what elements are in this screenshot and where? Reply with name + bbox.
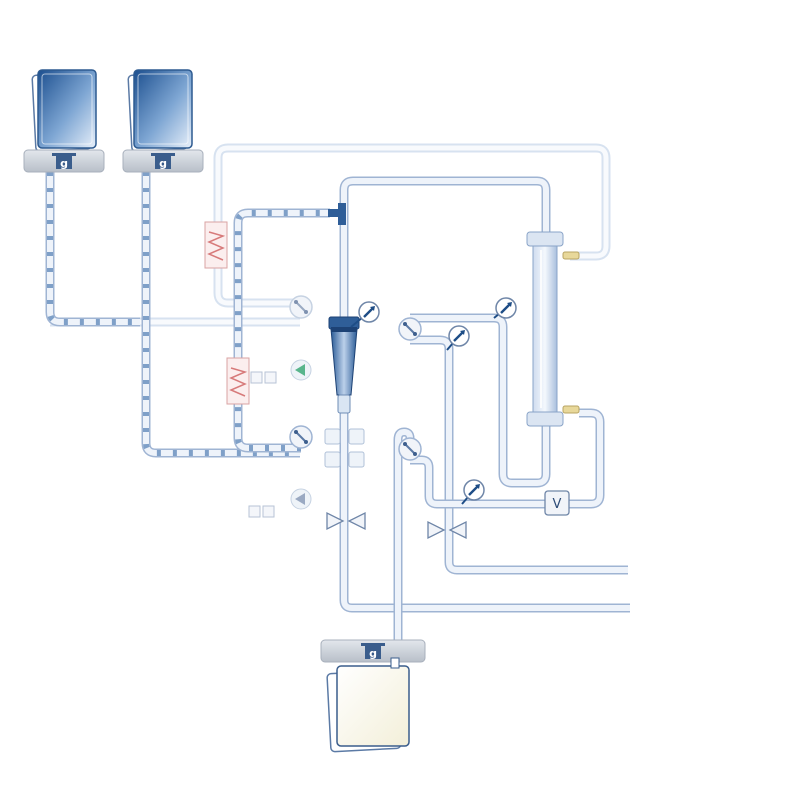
scale-label: g (369, 647, 377, 660)
scale-icon: g (151, 153, 175, 170)
dialyzer (526, 231, 580, 427)
dialyzer-icon (526, 231, 580, 427)
tubing-striped (45, 172, 330, 458)
pressure-gauge-icon (461, 479, 485, 505)
bag-3 (326, 657, 410, 753)
valve-icon: V (544, 490, 570, 516)
pressure-gauge-effluent (446, 325, 470, 351)
tube-effluent (410, 335, 628, 575)
pressure-gauge-valve (461, 479, 485, 505)
roller-pump-icon (289, 295, 313, 319)
heater-icon (226, 357, 250, 405)
scale-icon: g (361, 643, 385, 660)
roller-pump-1[interactable] (289, 295, 313, 319)
scale-icon: g (52, 153, 76, 170)
pressure-gauge-icon (493, 297, 517, 319)
tube-arterial-top (339, 176, 551, 232)
scale-2: g (122, 149, 204, 173)
pressure-gauge-pre (350, 301, 380, 328)
heater-1 (204, 221, 228, 269)
pressure-gauges (350, 297, 517, 505)
clamp-valve-1[interactable] (326, 511, 366, 531)
pressure-gauge-icon (446, 325, 470, 351)
roller-pump-icon (398, 437, 422, 461)
valve-label: V (553, 497, 562, 512)
direction-arrow-gray[interactable] (290, 488, 312, 510)
drip-chamber (328, 316, 360, 414)
scale-1: g (23, 149, 105, 173)
tube-bag2 (141, 172, 300, 458)
bag-icon (127, 69, 193, 152)
scale-label: g (60, 157, 68, 170)
tube-filter-return (410, 313, 551, 488)
tube-bag1 (45, 172, 140, 327)
indicator-squares-2 (248, 505, 275, 518)
indicator-squares-1 (250, 371, 277, 384)
roller-pump-4[interactable] (398, 437, 422, 461)
bag-icon (31, 69, 97, 152)
roller-pump-3[interactable] (398, 317, 422, 341)
tube-venous-out (339, 413, 630, 613)
valve-v[interactable]: V (544, 490, 570, 516)
roller-pump-icon (289, 425, 313, 449)
tube-to-valve (410, 455, 545, 509)
heater-2 (226, 357, 250, 405)
scale-3: g (320, 639, 426, 663)
direction-arrow-green[interactable] (290, 359, 312, 381)
roller-pump-2[interactable] (289, 425, 313, 449)
clamp-valve-icon (427, 520, 467, 540)
pressure-gauge-icon (350, 301, 380, 328)
tube-to-bottom-bag (393, 427, 415, 652)
heater-icon (204, 221, 228, 269)
clamp-block[interactable] (324, 428, 365, 468)
tube-valve-to-filter (569, 408, 605, 509)
bag-1 (31, 69, 97, 152)
t-connector (328, 203, 346, 225)
clamp-valve-icon (326, 511, 366, 531)
bag-icon (326, 657, 410, 753)
drip-chamber-icon (328, 316, 360, 414)
roller-pump-icon (398, 317, 422, 341)
bag-2 (127, 69, 193, 152)
tubing-plain (339, 176, 630, 652)
pressure-gauge-filter (493, 297, 517, 319)
tube-pre-filter (233, 208, 330, 453)
clamp-valve-2[interactable] (427, 520, 467, 540)
faint-return-line (50, 143, 611, 327)
scale-label: g (159, 157, 167, 170)
